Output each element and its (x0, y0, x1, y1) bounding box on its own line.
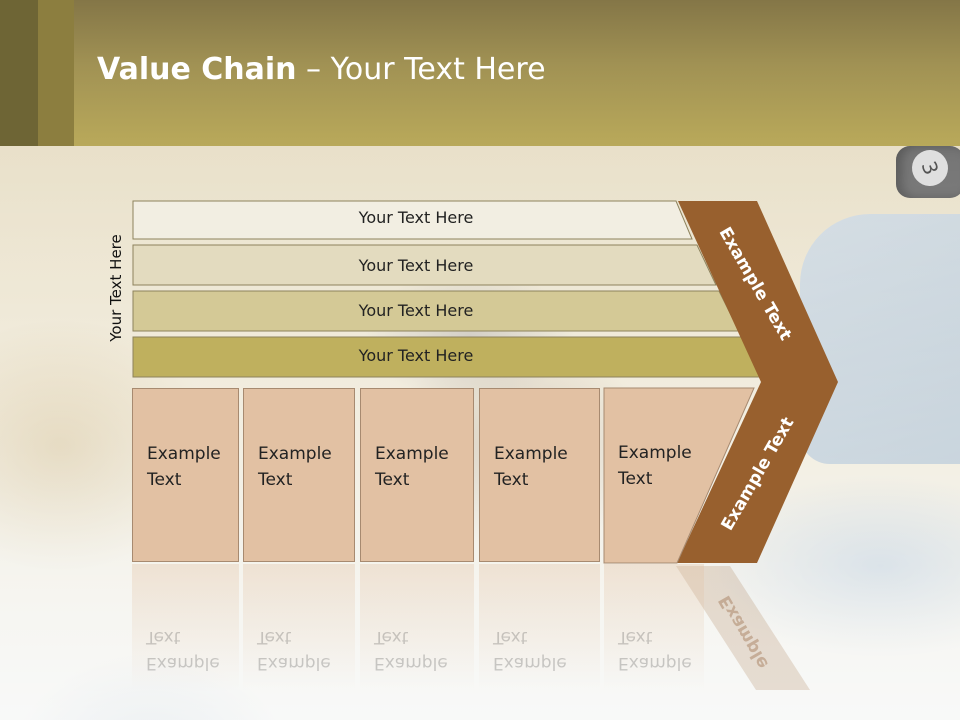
box-2-reflection-line2: Text (257, 627, 292, 647)
box-shape-5[interactable] (603, 387, 755, 564)
box-5-reflection-text: Example Text (618, 624, 692, 676)
box-1-line1: Example (147, 444, 221, 464)
box-4-line1: Example (494, 444, 568, 464)
box-2-line1: Example (258, 444, 332, 464)
row-shape-2[interactable] (132, 244, 717, 286)
box-4-reflection: Example Text (479, 564, 600, 690)
box-3-reflection-text: Example Text (374, 624, 448, 676)
box-5-line2: Text (618, 469, 653, 489)
row-shape-1[interactable] (132, 200, 693, 240)
box-3-reflection-line1: Example (374, 653, 448, 673)
box-4-reflection-line2: Text (493, 627, 528, 647)
box-1-reflection-line1: Example (146, 653, 220, 673)
box-1-reflection: Example Text (132, 564, 239, 690)
title-bold: Value Chain (97, 52, 297, 87)
box-2-reflection-text: Example Text (257, 624, 331, 676)
title-accent-mid (38, 0, 74, 146)
row-label-4[interactable]: Your Text Here (358, 346, 474, 365)
row-label-2[interactable]: Your Text Here (358, 256, 474, 275)
box-2-reflection-line1: Example (257, 653, 331, 673)
chevron-arrow[interactable] (677, 201, 838, 563)
box-3-reflection: Example Text (360, 564, 474, 690)
row-label-3[interactable]: Your Text Here (358, 301, 474, 320)
box-5-reflection-line2: Text (618, 627, 653, 647)
vertical-label[interactable]: Your Text Here (107, 234, 125, 342)
title-bar: Value Chain – Your Text Here (0, 0, 960, 146)
box-1-reflection-line2: Text (146, 627, 181, 647)
box-2-reflection: Example Text (243, 564, 355, 690)
box-2-line2: Text (258, 470, 293, 490)
box-3-reflection-line2: Text (374, 627, 409, 647)
slide-title[interactable]: Value Chain – Your Text Here (97, 52, 546, 87)
box-5-line1: Example (618, 443, 692, 463)
row-label-1[interactable]: Your Text Here (358, 208, 474, 227)
box-3-line2: Text (375, 470, 410, 490)
box-4-reflection-line1: Example (493, 653, 567, 673)
box-5-reflection-line1: Example (618, 653, 692, 673)
box-1-line2: Text (147, 470, 182, 490)
box-1-reflection-text: Example Text (146, 624, 220, 676)
box-4-reflection-text: Example Text (493, 624, 567, 676)
title-accent-dark (0, 0, 38, 146)
box-4-line2: Text (494, 470, 529, 490)
title-rest: – Your Text Here (296, 52, 546, 87)
box-3-line1: Example (375, 444, 449, 464)
box-5-reflection: Example Text (604, 564, 704, 690)
